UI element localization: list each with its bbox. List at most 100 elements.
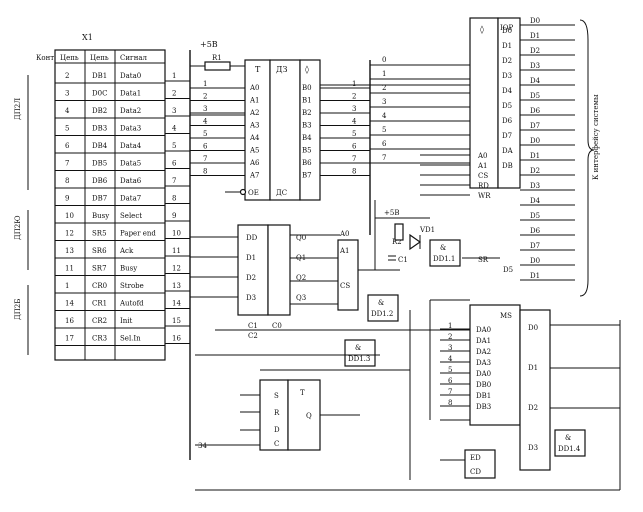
connector-pin: 5 (65, 125, 69, 133)
chip-bus-symbol: ◊ (480, 25, 484, 34)
interconnect (190, 60, 470, 461)
connector-circuit: DB1 (92, 72, 107, 80)
wire-pin-number: 8 (352, 168, 356, 176)
connector-circuit: DB2 (92, 107, 107, 115)
connector-out-pin: 13 (172, 282, 181, 290)
addr-label-a0: A0 (339, 230, 350, 238)
addr-label-a1: A1 (339, 247, 350, 255)
flip-flop-right (287, 379, 321, 451)
chip-bus-out-pin: D7 (502, 132, 512, 140)
bus-line-label: D0 (530, 137, 540, 145)
bus-line-label: D6 (530, 107, 541, 115)
chip-buffer-pin-t: T (255, 65, 261, 74)
mux-in-pin: DA3 (476, 359, 491, 367)
connector-circuit: DB7 (92, 195, 107, 203)
connector-pin: 2 (65, 72, 69, 80)
latch-out-pin: Q3 (296, 294, 306, 302)
connector-out-pin: 10 (172, 230, 181, 238)
chip-bus-out-pin: D0 (502, 27, 512, 35)
chip-buffer-b-pin: B7 (302, 172, 312, 180)
mux-in-pin: DA1 (476, 337, 491, 345)
mux-in-pin: DB0 (476, 381, 491, 389)
ff-pin-r: R (274, 409, 280, 417)
connector-circuit: Busy (92, 212, 109, 220)
mux-in-pin: DB3 (476, 403, 491, 411)
in-pin-label: 34 (198, 442, 207, 450)
chip-buffer-right (299, 59, 321, 201)
chip-buffer-a-pin: A5 (249, 147, 260, 155)
connector-header-3: Сигнал (120, 54, 148, 62)
chip-bus-left (469, 17, 499, 189)
connector-signal: Data1 (120, 90, 141, 98)
wire-pin-number: 3 (352, 105, 356, 113)
wire-pin-number: 6 (203, 143, 208, 151)
wire-pin-number: 1 (203, 80, 207, 88)
connector-out-pin: 4 (172, 125, 177, 133)
connector-circuit: DB5 (92, 160, 107, 168)
wire-pin-number: 7 (203, 155, 207, 163)
chip-buffer-a-pin: A0 (249, 84, 260, 92)
chip-buffer-pin-dz: ДЗ (276, 65, 288, 74)
chip-bus-in-pin: 7 (382, 154, 386, 162)
mux-in-pin: DA0 (476, 326, 491, 334)
connector-pin: 9 (65, 195, 69, 203)
flip-flop: S R D C T Q 34 (195, 310, 411, 480)
chip-bus-out-pin: D4 (502, 87, 513, 95)
gate-type: & (565, 434, 571, 442)
chip-buffer-bottom-oe: ОЕ (248, 189, 259, 197)
connector-pin: 3 (65, 90, 69, 98)
chip-bus-ctrl-pin: RD (478, 182, 489, 190)
wire-pin-number: 2 (203, 93, 207, 101)
mux-ctrl-pin: D1 (528, 364, 538, 372)
resistor-r1-label: R1 (212, 54, 222, 62)
addr-chip (337, 239, 359, 311)
d5-label: D5 (503, 266, 513, 274)
latch-out-pin: Q0 (296, 234, 306, 242)
chip-buffer-b-pin: B3 (302, 122, 312, 130)
diode-vd1 (409, 233, 422, 251)
chip-buffer-b-pin: B2 (302, 109, 312, 117)
wire-pin-number: 5 (352, 130, 356, 138)
connector-out-pin: 12 (172, 265, 181, 273)
wire-pin-number: 3 (448, 344, 452, 352)
chip-bus-in-pin: 3 (382, 98, 386, 106)
wire-pin-number: 6 (352, 143, 357, 151)
wire-pin-number: 7 (352, 155, 356, 163)
connector-side-label-1: ДП2Ю (14, 215, 22, 240)
power-rail: +5В R1 (189, 40, 255, 460)
connector-circuit: SR7 (92, 265, 107, 273)
connector-out-pin: 16 (172, 335, 181, 343)
chip-bus-ctrl-pin: A1 (477, 162, 488, 170)
chip-buffer-a-pin: A2 (249, 109, 260, 117)
latch-in-pin: DD (246, 234, 258, 242)
mux-sel-ed: ED (470, 454, 481, 462)
connector-circuit: DB3 (92, 125, 107, 133)
connector-out-pin: 5 (172, 142, 176, 150)
chip-bus-in-pin: 0 (382, 56, 386, 64)
wire-pin-number: 4 (203, 118, 208, 126)
connector-side-label-0: ДП2Л (14, 98, 22, 120)
connector-out-pin: 8 (172, 195, 176, 203)
bus-line-label: D4 (530, 197, 541, 205)
connector-circuit: SR5 (92, 230, 107, 238)
mux-title: MS (500, 312, 512, 320)
bus-brace (579, 19, 595, 297)
logic-gate (554, 429, 586, 457)
connector-out-pin: 14 (172, 300, 181, 308)
bus-line-label: D2 (530, 47, 540, 55)
chip-bus-in-pin: 4 (382, 112, 387, 120)
bus-label: К интерфейсу системы (592, 94, 600, 180)
wire-pin-number: 5 (448, 366, 452, 374)
connector-header-2: Цепь (90, 54, 109, 62)
connector-out-pin: 11 (172, 247, 181, 255)
chip-bus-out-pin: DB (502, 162, 513, 170)
chip-buffer-b-pin: B6 (302, 159, 312, 167)
chip-bus-in-pin: 6 (382, 140, 387, 148)
chip-buffer-a-pin: A6 (249, 159, 260, 167)
ff-pin-c: C (274, 440, 279, 448)
